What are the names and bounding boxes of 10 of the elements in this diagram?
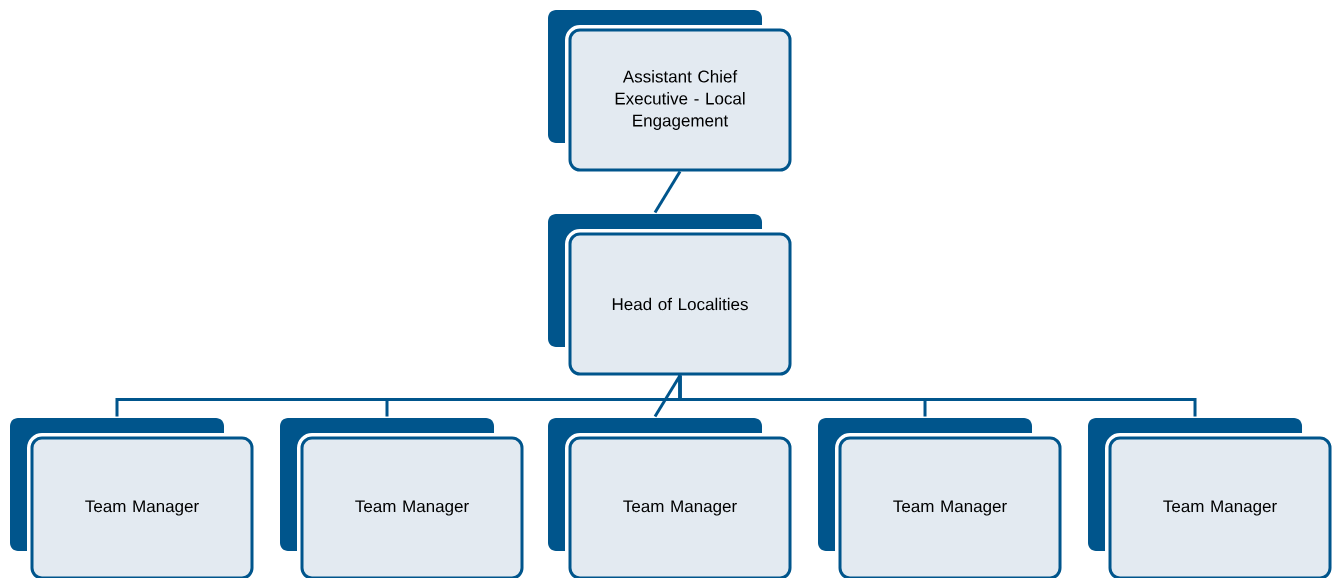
org-box: Team Manager	[1088, 418, 1335, 578]
org-box: Assistant Chief Executive - Local Engagement	[548, 10, 795, 175]
connector-line	[653, 170, 682, 214]
org-box: Team Manager	[548, 418, 795, 578]
org-box: Team Manager	[10, 418, 257, 578]
connector-line	[678, 375, 1197, 417]
org-box: Team Manager	[818, 418, 1065, 578]
org-box: Head of Localities	[548, 214, 795, 379]
org-box: Team Manager	[280, 418, 527, 578]
connector-line	[653, 374, 682, 418]
